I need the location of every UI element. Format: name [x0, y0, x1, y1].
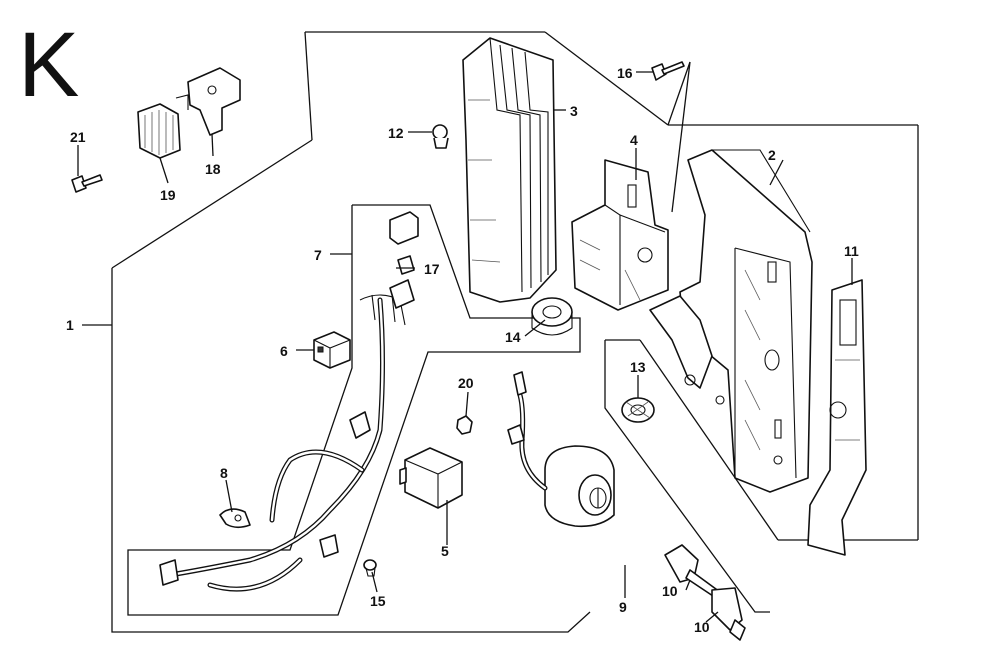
callout-2: 2: [768, 147, 776, 163]
callout-8: 8: [220, 465, 228, 481]
callout-16: 16: [617, 65, 633, 81]
connector-6-part: [313, 331, 351, 369]
bolt-16-part: [651, 61, 685, 81]
wire-harness-part: [159, 294, 406, 592]
callout-7: 7: [314, 247, 322, 263]
mounting-bracket-part: [571, 159, 669, 311]
callout-15: 15: [370, 593, 386, 609]
leader-lines: [77, 71, 853, 623]
callout-3: 3: [570, 103, 578, 119]
callout-13: 13: [630, 359, 646, 375]
assembly-outline: [111, 31, 919, 633]
rectifier-19-part: [137, 103, 181, 159]
section-letter: K: [18, 14, 79, 116]
key-part: [664, 544, 746, 641]
callout-19: 19: [160, 187, 176, 203]
rubber-boot-part: [462, 37, 557, 303]
label-plate-part: [807, 279, 867, 556]
bracket-18-part: [175, 67, 241, 136]
grommet-part: [531, 297, 573, 336]
callout-5: 5: [441, 543, 449, 559]
callout-17: 17: [424, 261, 440, 277]
callout-1: 1: [66, 317, 74, 333]
callout-12: 12: [388, 125, 404, 141]
control-box-part: [649, 149, 813, 493]
grommet-13-part: [621, 397, 655, 423]
clip-8-part: [219, 508, 251, 529]
callout-20: 20: [458, 375, 474, 391]
callout-labels: 1 2 3 4 5 6 7 8 9 10 10 11 12 13 14 15 1…: [66, 65, 859, 635]
relay-5-part: [399, 447, 463, 509]
callout-14: 14: [505, 329, 521, 345]
screw-15-part: [363, 559, 377, 577]
callout-6: 6: [280, 343, 288, 359]
callout-10-a: 10: [662, 583, 678, 599]
bolt-21-part: [71, 174, 103, 193]
callout-18: 18: [205, 161, 221, 177]
callout-4: 4: [630, 132, 638, 148]
callout-9: 9: [619, 599, 627, 615]
callout-10-b: 10: [694, 619, 710, 635]
fuse-17-part: [389, 211, 419, 309]
ignition-switch-part: [507, 371, 615, 528]
nut-20-part: [456, 415, 473, 435]
callout-21: 21: [70, 129, 86, 145]
callout-11: 11: [844, 243, 859, 259]
screw-12-part: [432, 124, 449, 149]
